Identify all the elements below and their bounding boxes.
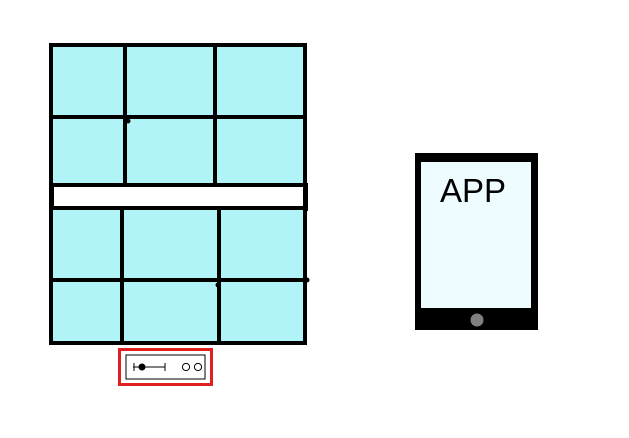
tablet-app-label: APP (440, 172, 506, 209)
home-button[interactable] (470, 313, 484, 327)
window-joint (215, 282, 221, 288)
tablet-device: APP (415, 153, 538, 330)
window-divider-band (50, 183, 308, 210)
slider-knob[interactable] (138, 363, 146, 371)
tablet-screen[interactable] (421, 162, 531, 308)
indicator-dot (193, 362, 203, 372)
window-control[interactable] (118, 348, 213, 386)
window-joint (125, 118, 131, 124)
window-frame (49, 43, 307, 345)
window-grid (49, 43, 310, 345)
indicator-dot (181, 362, 191, 372)
